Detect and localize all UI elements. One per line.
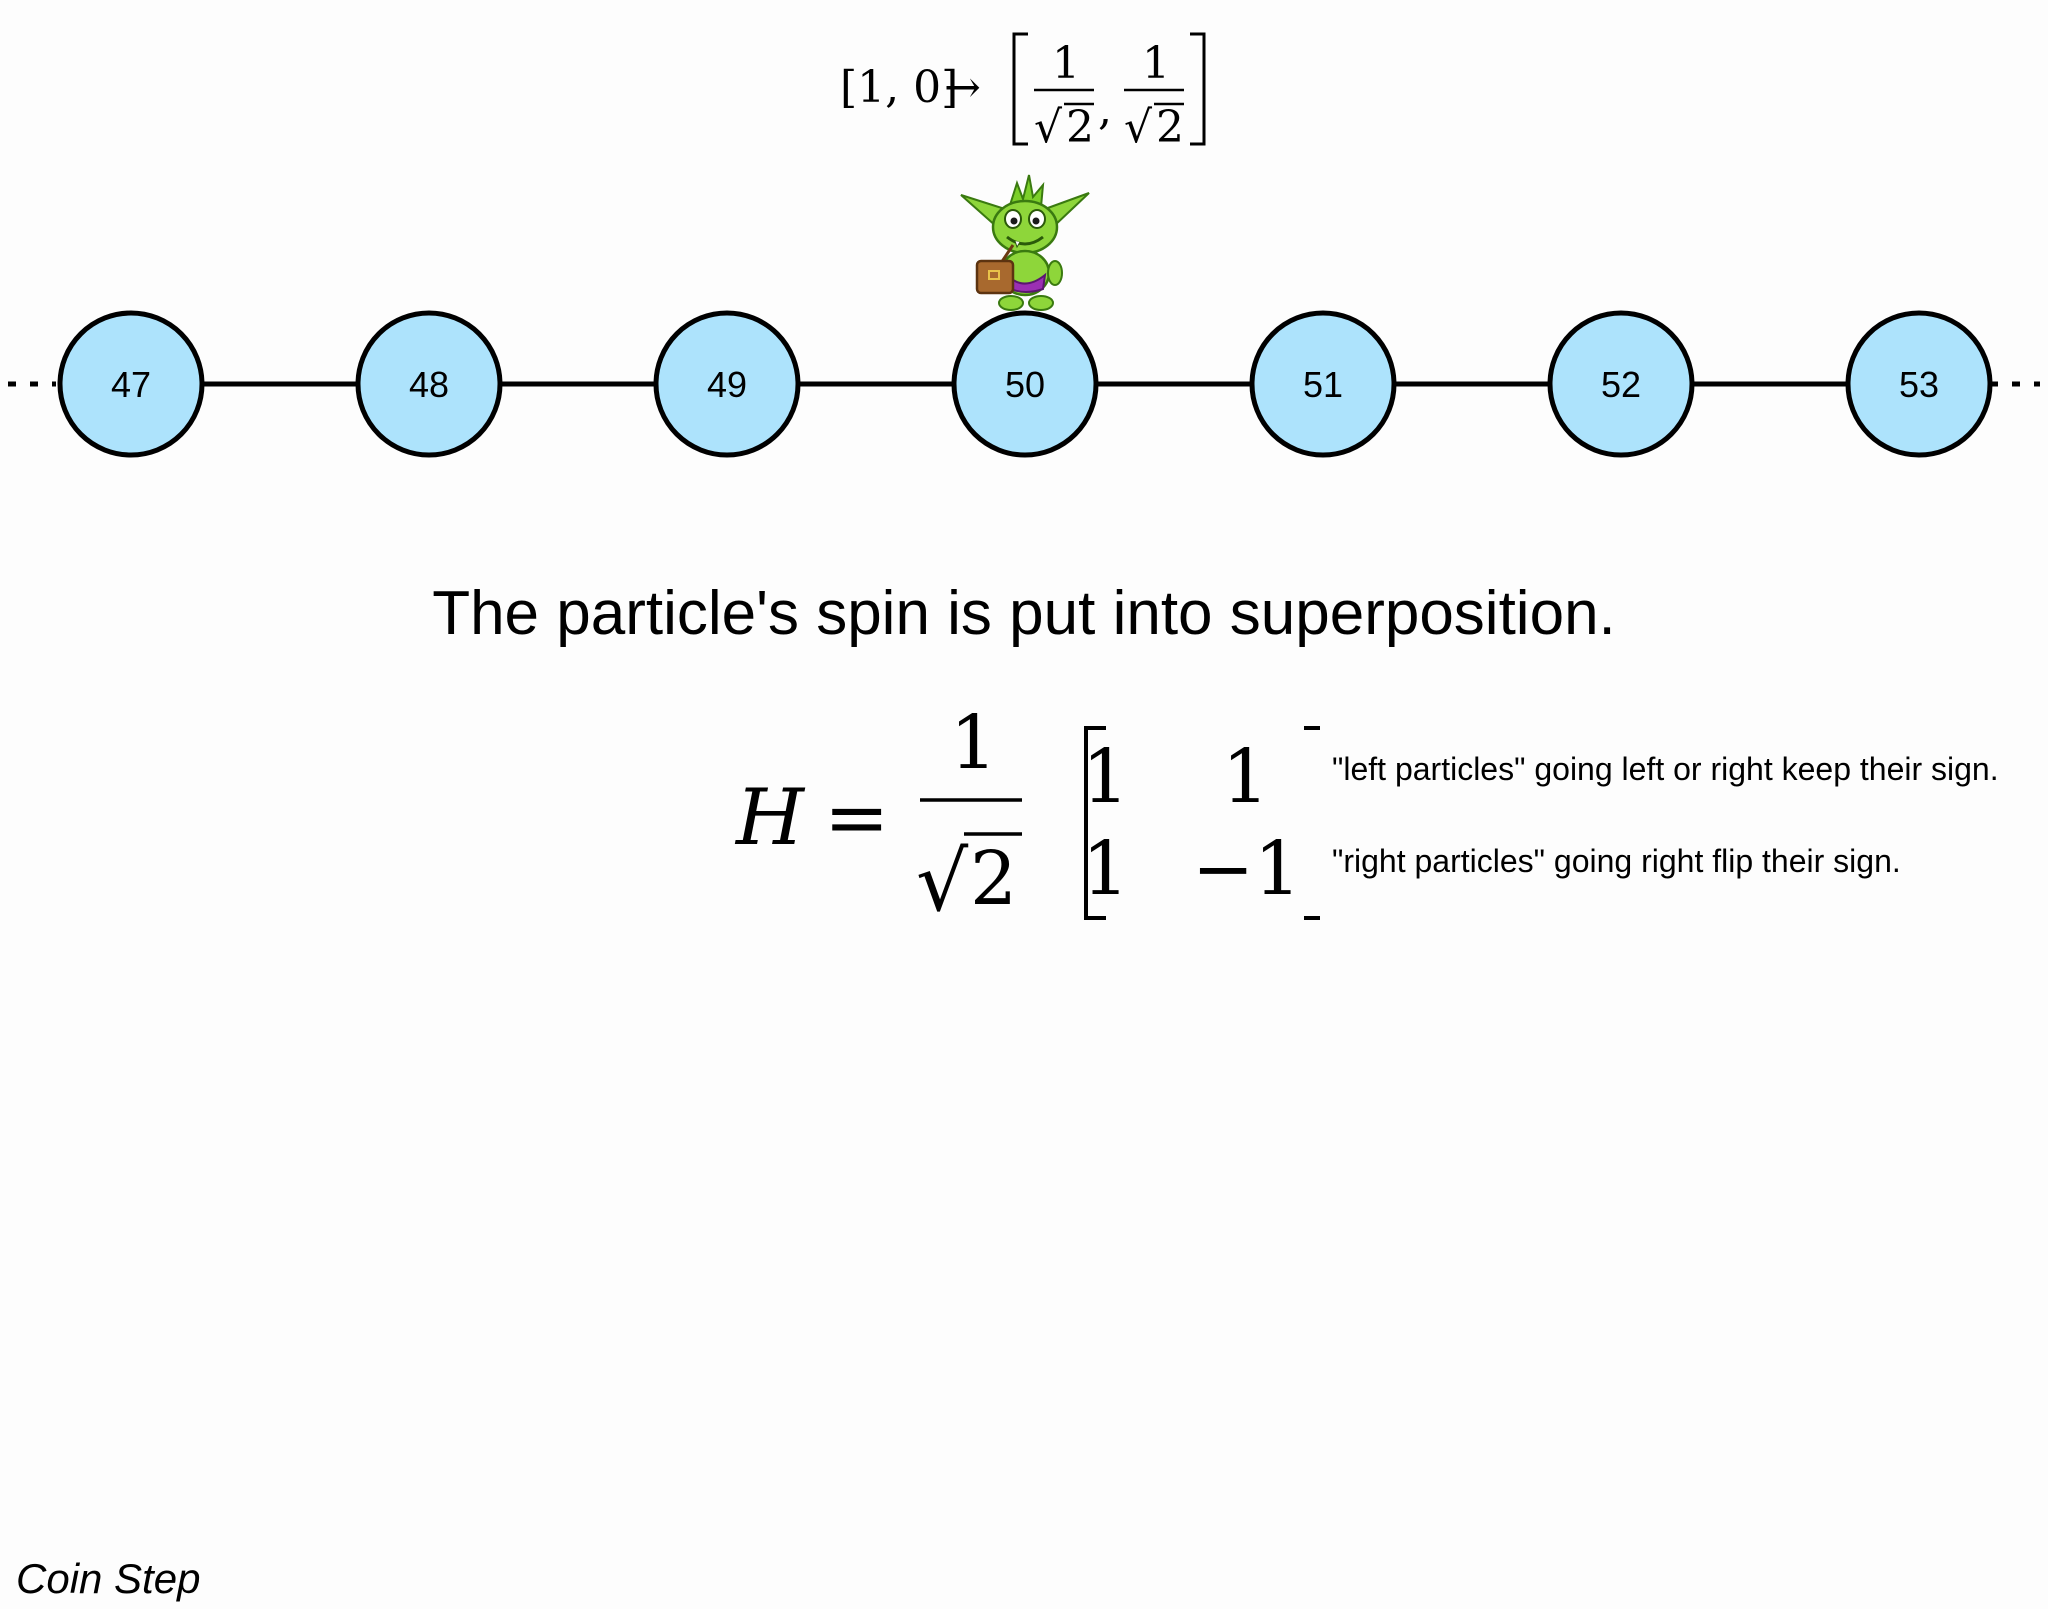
- annotation-left-particles: "left particles" going left or right kee…: [1332, 750, 1999, 788]
- lattice-node-52: 52: [1550, 313, 1692, 455]
- annotation-right-particles: "right particles" going right flip their…: [1332, 842, 1901, 880]
- fraction-1-numerator: 1: [1052, 38, 1080, 89]
- matrix-cell-r2c1: 1: [1082, 826, 1129, 912]
- lattice-node-53: 53: [1848, 313, 1990, 455]
- scalar-numerator: 1: [950, 710, 997, 786]
- node-label: 47: [111, 364, 151, 405]
- matrix-cell-r2c2: −1: [1192, 826, 1301, 912]
- lattice-node-49: 49: [656, 313, 798, 455]
- node-label: 48: [409, 364, 449, 405]
- right-bracket: [1190, 34, 1204, 144]
- fraction-2-numerator: 1: [1142, 38, 1170, 89]
- goblin-character-icon: [955, 165, 1095, 315]
- node-label: 52: [1601, 364, 1641, 405]
- state-transform-formula: [1, 0] → 1 √ 2 , 1 √ 2: [0, 20, 2048, 160]
- position-lattice: 47 48 49 50 51 52 53: [0, 300, 2048, 470]
- lattice-node-48: 48: [358, 313, 500, 455]
- slide-label: Coin Step: [16, 1555, 200, 1603]
- fraction-2-radicand: 2: [1156, 102, 1184, 153]
- matrix-cell-r1c1: 1: [1082, 734, 1129, 820]
- arrow-icon: →: [944, 62, 981, 113]
- fraction-1-root: √: [1034, 102, 1063, 153]
- scalar-radicand: 2: [970, 836, 1017, 922]
- lattice-node-50: 50: [954, 313, 1096, 455]
- node-label: 53: [1899, 364, 1939, 405]
- comma: ,: [1098, 84, 1112, 135]
- step-caption: The particle's spin is put into superpos…: [0, 578, 2048, 650]
- matrix-symbol: H: [734, 773, 806, 863]
- node-label: 49: [707, 364, 747, 405]
- state-lhs: [1, 0]: [840, 62, 958, 113]
- equals-sign: =: [824, 773, 889, 863]
- node-label: 50: [1005, 364, 1045, 405]
- lattice-node-47: 47: [60, 313, 202, 455]
- scalar-root: √: [916, 835, 969, 930]
- fraction-1-radicand: 2: [1066, 102, 1094, 153]
- matrix-entries: 1 1 1 −1: [1062, 710, 1342, 930]
- lattice-node-51: 51: [1252, 313, 1394, 455]
- matrix-cell-r1c2: 1: [1222, 734, 1269, 820]
- left-bracket: [1014, 34, 1028, 144]
- fraction-2-root: √: [1124, 102, 1153, 153]
- node-label: 51: [1303, 364, 1343, 405]
